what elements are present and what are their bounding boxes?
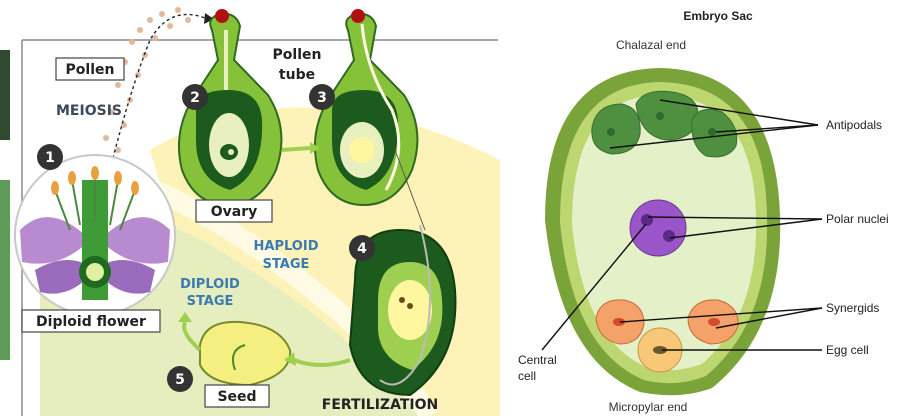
pollen-tube-stage	[315, 9, 417, 205]
meiosis-label: MEIOSIS	[56, 103, 122, 119]
micropylar-end-label: Micropylar end	[609, 400, 688, 414]
label-diploid-flower: Diploid flower	[22, 310, 160, 332]
pollen-label-text: Pollen	[66, 62, 115, 78]
diploid-flower-label-text: Diploid flower	[36, 314, 146, 330]
label-ovary: Ovary	[196, 200, 272, 222]
label-pollen-tube: Pollen tube	[273, 47, 322, 83]
synergids-label: Synergids	[826, 301, 879, 315]
step-badge-2: 2	[182, 84, 208, 110]
step-3-number: 3	[317, 90, 327, 106]
central-cell-label-line2: cell	[518, 369, 536, 383]
haploid-stage-label-line1: HAPLOID	[254, 239, 319, 254]
step-badge-1: 1	[37, 144, 63, 170]
step-1-number: 1	[45, 150, 55, 166]
step-5-number: 5	[175, 372, 185, 388]
chalazal-end-label: Chalazal end	[616, 38, 686, 52]
fertilization-label: FERTILIZATION	[322, 397, 438, 413]
edge-strip-green	[0, 180, 10, 360]
step-badge-4: 4	[349, 235, 375, 261]
ovary-label-text: Ovary	[211, 204, 258, 220]
pollen-tube-label-line1: Pollen	[273, 47, 322, 63]
pollen-tube-label-line2: tube	[279, 67, 315, 83]
diploid-flower	[15, 155, 175, 315]
seed-label-text: Seed	[217, 389, 256, 405]
embryo-sac-diagram: Embryo Sac Chalazal end	[518, 9, 889, 414]
label-seed: Seed	[205, 385, 269, 407]
step-badge-3: 3	[309, 84, 335, 110]
central-cell-polar-nuclei	[630, 200, 686, 256]
central-cell-label-line1: Central	[518, 353, 557, 367]
edge-strip-dark	[0, 50, 10, 140]
step-badge-5: 5	[167, 366, 193, 392]
label-pollen: Pollen	[56, 58, 124, 80]
polar-nuclei-label: Polar nuclei	[826, 212, 889, 226]
embryo-sac-title: Embryo Sac	[683, 9, 753, 23]
egg-cell-label: Egg cell	[826, 343, 869, 357]
angiosperm-life-cycle-diagram: Pollen MEIOSIS Pollen tube Ovary HAPLOID…	[0, 7, 500, 416]
step-4-number: 4	[357, 241, 367, 257]
antipodals-label: Antipodals	[826, 118, 882, 132]
diploid-stage-label-line2: STAGE	[187, 294, 234, 309]
haploid-stage-label-line2: STAGE	[263, 257, 310, 272]
diploid-stage-label-line1: DIPLOID	[180, 277, 240, 292]
step-2-number: 2	[190, 90, 200, 106]
